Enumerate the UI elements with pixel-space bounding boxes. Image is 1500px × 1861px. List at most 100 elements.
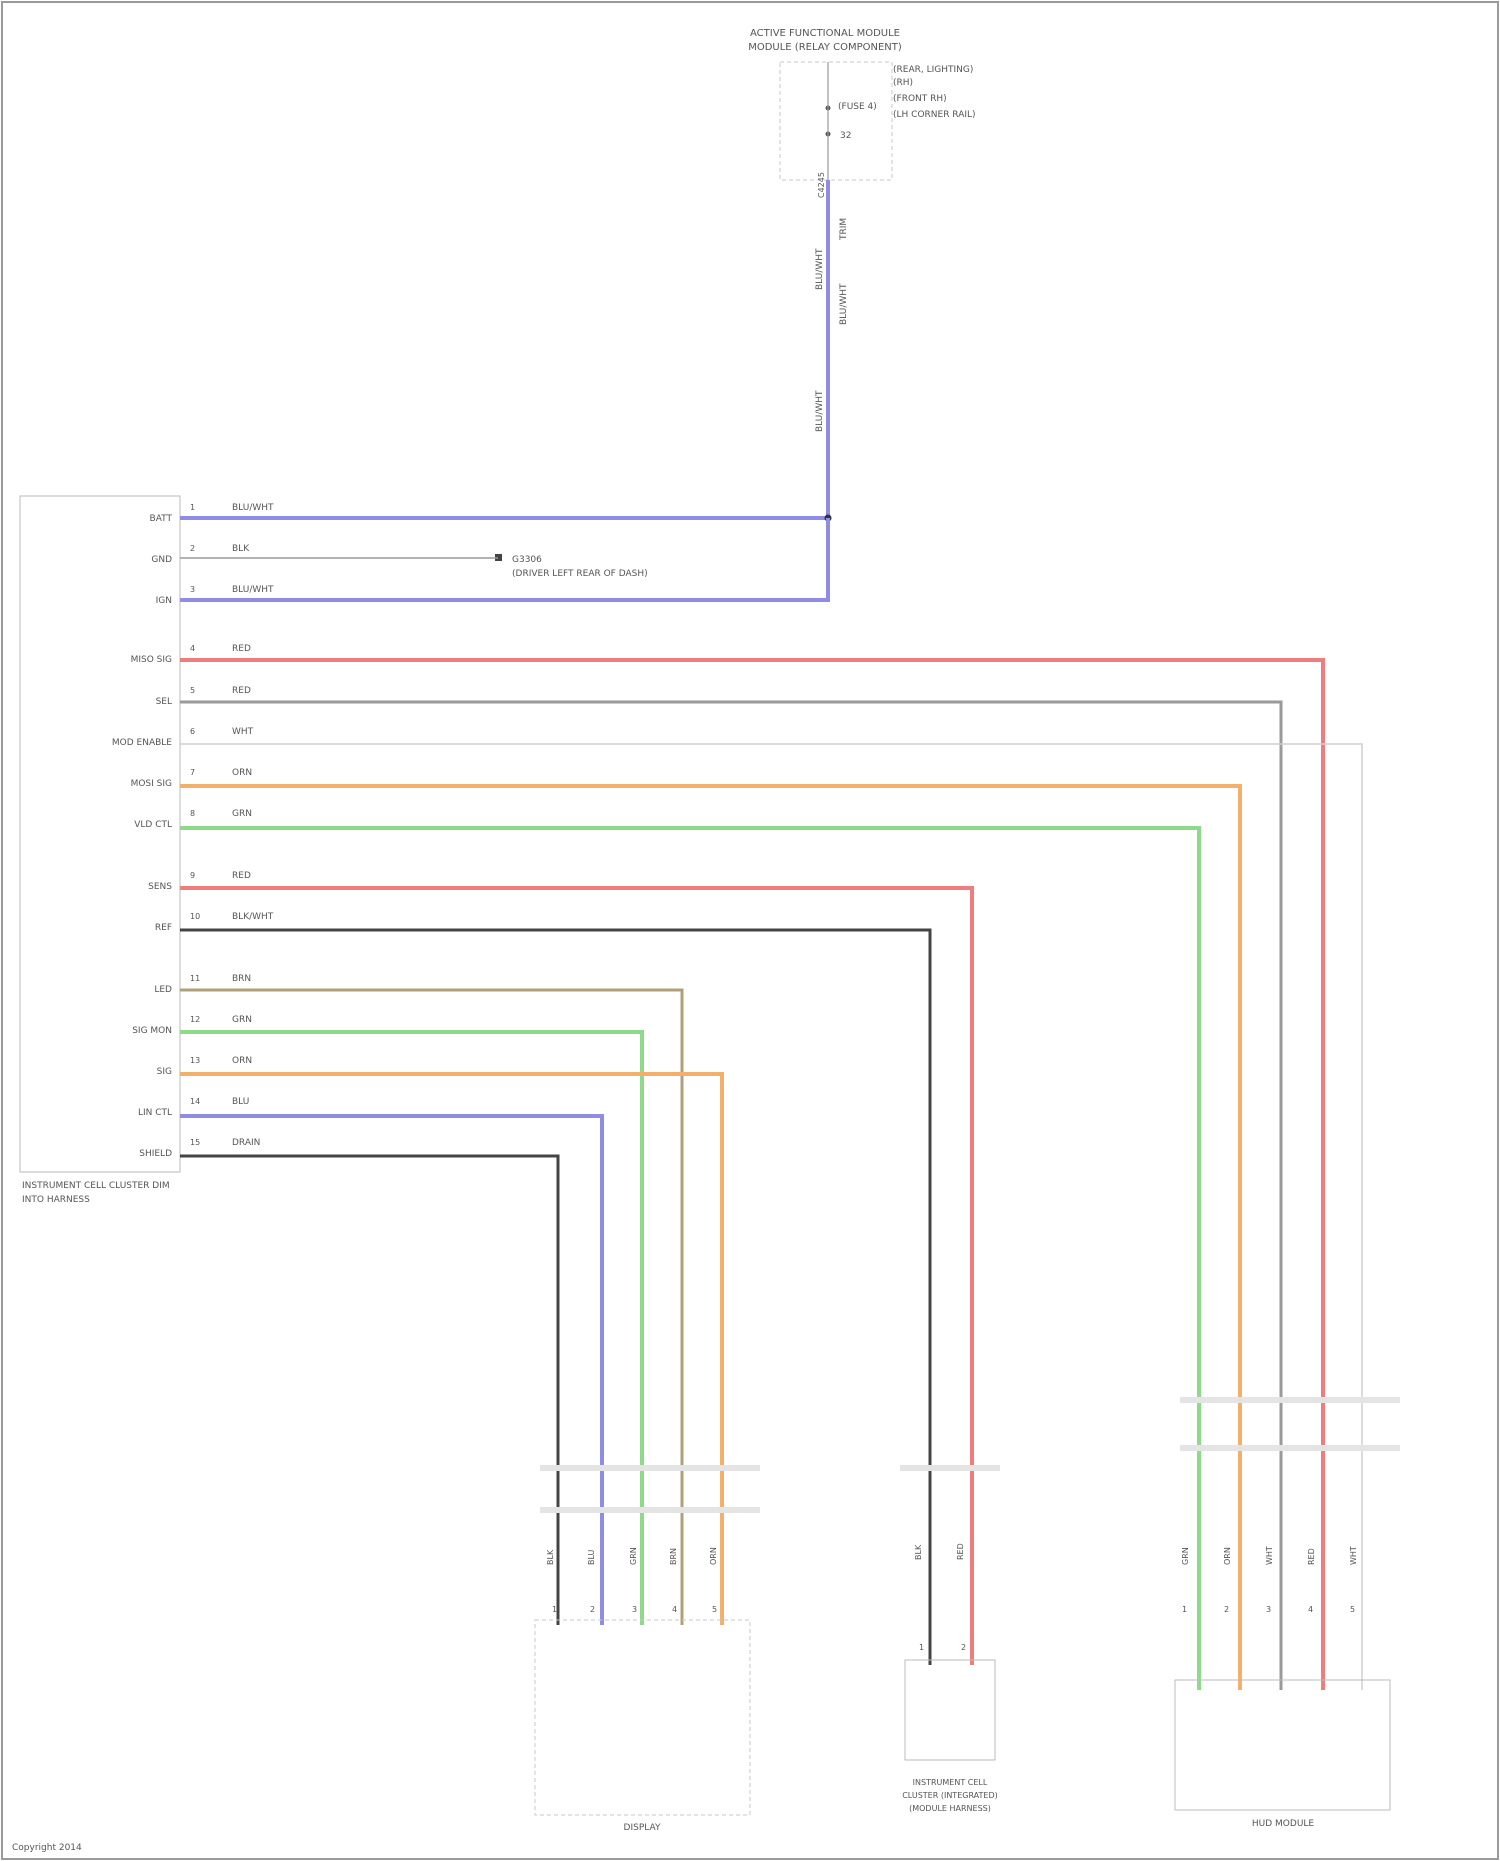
- top-component-title-1: ACTIVE FUNCTIONAL MODULE: [750, 28, 900, 39]
- hud-wire-label: WHT: [1349, 1546, 1358, 1565]
- wire-tag: BLU/WHT: [232, 585, 274, 595]
- pin-num: 15: [190, 1138, 200, 1147]
- wire-tag: DRAIN: [232, 1138, 260, 1148]
- hud-pin-num: 2: [1224, 1605, 1229, 1614]
- cluster-pin-num: 2: [961, 1643, 966, 1652]
- cluster-wire-label: BLK: [914, 1544, 923, 1560]
- cluster-connector-title-2: CLUSTER (INTEGRATED): [902, 1791, 998, 1800]
- top-note-5: (LH CORNER RAIL): [893, 110, 976, 120]
- hud-pin-num: 4: [1308, 1605, 1313, 1614]
- display-wire-label: BLK: [546, 1549, 555, 1565]
- pin-label-batt: BATT: [150, 514, 173, 524]
- wire-tag: GRN: [232, 809, 252, 819]
- top-wire-label-2: TRIM: [839, 218, 849, 241]
- hud-wire-label: ORN: [1223, 1547, 1232, 1565]
- pin-label-gnd: GND: [151, 555, 172, 565]
- top-note-4: (FRONT RH): [893, 94, 947, 104]
- display-wire-label: BLU: [587, 1549, 596, 1565]
- wire-tag: BLU: [232, 1097, 249, 1107]
- cluster-connector-title-3: (MODULE HARNESS): [909, 1804, 991, 1813]
- wire-tag: ORN: [232, 1056, 252, 1066]
- top-connector-label: C4245: [817, 172, 826, 198]
- display-pin-num: 5: [712, 1605, 717, 1614]
- footer-copyright: Copyright 2014: [12, 1843, 82, 1853]
- pin-num: 6: [190, 727, 195, 736]
- top-component-box: [780, 62, 892, 180]
- left-module-pins: BATT GND IGN MISO SIG SEL MOD ENABLE MOS…: [112, 514, 173, 1159]
- pin-label-sig: SIG: [157, 1067, 172, 1077]
- pin-label-lin: LIN CTL: [138, 1108, 172, 1118]
- display-pin-num: 4: [672, 1605, 677, 1614]
- pin-num: 5: [190, 686, 195, 695]
- left-module-title-1: INSTRUMENT CELL CLUSTER DIM: [22, 1181, 170, 1191]
- pin-label-mod-enable: MOD ENABLE: [112, 738, 172, 748]
- ground-note-1: G3306: [512, 555, 542, 565]
- hud-wire-label: WHT: [1265, 1546, 1274, 1565]
- top-note-3: (FUSE 4): [838, 102, 877, 112]
- wire-sens-red: [180, 888, 972, 1665]
- hud-wire-label: GRN: [1181, 1547, 1190, 1565]
- top-wire-label-1: BLU/WHT: [815, 248, 825, 290]
- pin-label-mosi: MOSI SIG: [131, 779, 172, 789]
- wire-tag: RED: [232, 644, 251, 654]
- wire-miso-red: [180, 660, 1323, 1690]
- cluster-pin-num: 1: [919, 1643, 924, 1652]
- pin-num: 13: [190, 1056, 200, 1065]
- wire-tag: ORN: [232, 768, 252, 778]
- pin-num: 2: [190, 544, 195, 553]
- display-connector-title: DISPLAY: [624, 1823, 661, 1833]
- display-pin-num: 3: [632, 1605, 637, 1614]
- display-connector-box: [535, 1620, 750, 1815]
- pin-num: 7: [190, 768, 195, 777]
- pin-label-led: LED: [154, 985, 172, 995]
- pin-num: 11: [190, 974, 200, 983]
- pin-num: 4: [190, 644, 195, 653]
- wire-tag: BRN: [232, 974, 251, 984]
- cluster-connector-title-1: INSTRUMENT CELL: [913, 1778, 988, 1787]
- wire-ign: [180, 518, 828, 600]
- left-module-title-2: INTO HARNESS: [22, 1195, 90, 1205]
- wire-tag: RED: [232, 686, 251, 696]
- wire-tag: BLK: [232, 544, 250, 554]
- display-pin-num: 2: [590, 1605, 595, 1614]
- wire-sel-grey: [180, 702, 1281, 1690]
- wire-ref-dark: [180, 930, 930, 1665]
- wire-vld-green: [180, 828, 1199, 1690]
- hud-wire-label: RED: [1307, 1548, 1316, 1565]
- hud-connector-box: [1175, 1680, 1390, 1810]
- wire-tag: BLU/WHT: [232, 503, 274, 513]
- pin-label-miso: MISO SIG: [131, 655, 172, 665]
- pin-label-shield: SHIELD: [139, 1149, 172, 1159]
- pin-label-sens: SENS: [148, 882, 172, 892]
- pin-num: 3: [190, 585, 195, 594]
- top-note-2: (RH): [893, 78, 913, 88]
- wires: [180, 62, 1400, 1690]
- display-wire-label: ORN: [709, 1547, 718, 1565]
- ground-note-2: (DRIVER LEFT REAR OF DASH): [512, 569, 648, 579]
- pin-label-sel: SEL: [156, 697, 172, 707]
- wire-tag: RED: [232, 871, 251, 881]
- display-pin-num: 1: [552, 1605, 557, 1614]
- hud-pin-num: 3: [1266, 1605, 1271, 1614]
- hud-pin-num: 5: [1350, 1605, 1355, 1614]
- wire-led-olive: [180, 990, 682, 1625]
- pin-label-vld: VLD CTL: [134, 820, 172, 830]
- pin-label-ign: IGN: [156, 596, 172, 606]
- wire-tag: BLK/WHT: [232, 912, 274, 922]
- cluster-wire-label: RED: [956, 1543, 965, 1560]
- pin-num: 14: [190, 1097, 200, 1106]
- top-wire-label-4: BLU/WHT: [815, 390, 825, 432]
- top-component-title-2: MODULE (RELAY COMPONENT): [748, 42, 902, 53]
- wire-sigmon-green: [180, 1032, 642, 1625]
- top-wire-label-3: BLU/WHT: [839, 283, 849, 325]
- top-note-1: (REAR, LIGHTING): [893, 65, 973, 75]
- display-wire-label: GRN: [629, 1547, 638, 1565]
- pin-label-ref: REF: [155, 923, 172, 933]
- pin-num: 9: [190, 871, 195, 880]
- wire-tag: GRN: [232, 1015, 252, 1025]
- pin-num: 1: [190, 503, 195, 512]
- top-pin-num: 32: [840, 131, 851, 141]
- wire-shield-dark: [180, 1156, 558, 1625]
